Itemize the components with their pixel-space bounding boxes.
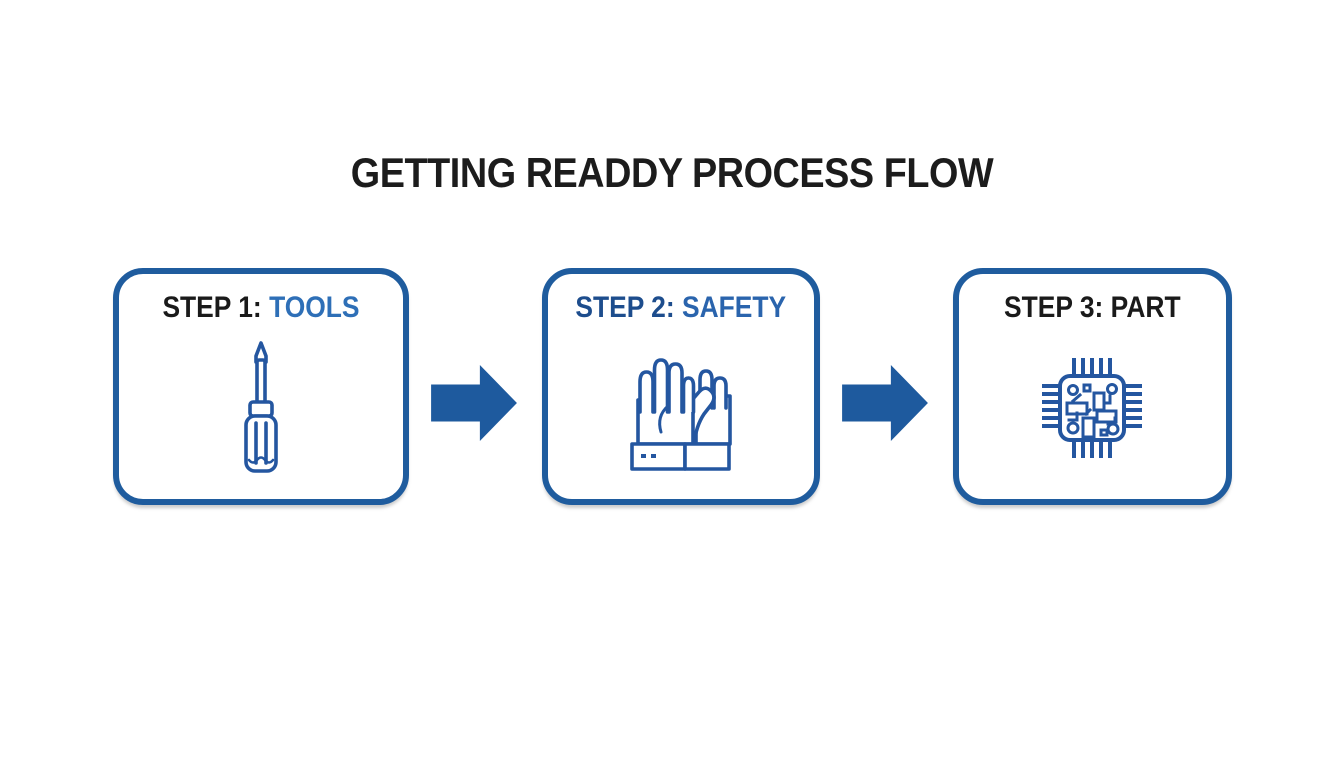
gloves-icon: [616, 323, 746, 499]
step-heading: STEP 1: TOOLS: [162, 293, 359, 323]
screwdriver-icon: [226, 323, 296, 499]
step-heading: STEP 3: PART: [1004, 293, 1181, 323]
process-flow: STEP 1: TOOLS: [0, 268, 1344, 505]
step-name-label: TOOLS: [268, 291, 360, 324]
step-number-label: STEP 3:: [1003, 291, 1104, 324]
page-title: GETTING READDY PROCESS FLOW: [350, 149, 994, 196]
step-number-label: STEP 1:: [161, 291, 262, 324]
step-name-label: SAFETY: [681, 291, 786, 324]
flow-arrow-icon: [820, 268, 953, 443]
step-number-label: STEP 2:: [575, 291, 675, 324]
step-name-label: PART: [1110, 291, 1181, 324]
step-box-part: STEP 3: PART: [952, 268, 1232, 505]
chip-icon: [1022, 323, 1162, 499]
step-box-tools: STEP 1: TOOLS: [112, 268, 409, 505]
step-box-safety: STEP 2: SAFETY: [541, 268, 820, 505]
step-heading: STEP 2: SAFETY: [575, 293, 786, 323]
flow-arrow-icon: [409, 268, 542, 443]
